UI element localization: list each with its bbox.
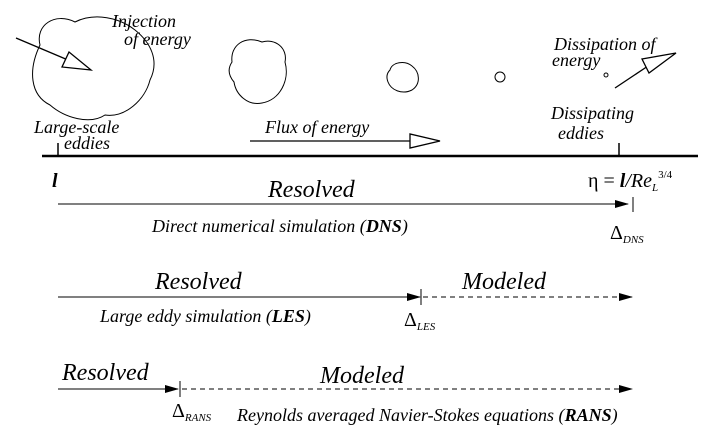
formula-l: l <box>619 170 626 192</box>
rans-acronym: RANS <box>564 405 612 425</box>
eta-symbol: η <box>588 170 599 192</box>
rans-resolved-label: Resolved <box>62 360 149 386</box>
rans-delta-symbol: Δ <box>172 400 185 422</box>
rans-delta-label: ΔRANS <box>172 401 211 424</box>
rans-delta-subscript: RANS <box>184 412 212 424</box>
large-scale-symbol: l <box>52 170 58 192</box>
dns-delta-subscript: DNS <box>622 234 644 246</box>
rans-description: Reynolds averaged Navier-Stokes equation… <box>237 406 618 424</box>
rans-desc-prefix: Reynolds averaged Navier-Stokes equation… <box>237 405 565 425</box>
les-desc-prefix: Large eddy simulation ( <box>100 306 272 326</box>
dissipation-arrow-shaft <box>614 65 649 89</box>
equals-sign: = <box>598 170 620 192</box>
large-eddy-blob <box>32 16 155 121</box>
formula-slash: / <box>625 170 631 192</box>
formula-re: Re <box>630 170 652 192</box>
dissipating-label-line1: Dissipating <box>551 103 635 123</box>
dns-acronym: DNS <box>365 216 402 236</box>
injection-arrow-shaft <box>15 37 69 61</box>
rans-desc-suffix: ) <box>611 405 618 425</box>
les-modeled-label: Modeled <box>462 269 546 295</box>
small-eddy-blob <box>386 62 419 93</box>
formula-sub-l: L <box>651 182 659 194</box>
flux-arrow-head <box>409 133 441 149</box>
injection-label-line2: of energy <box>124 29 191 49</box>
dns-desc-suffix: ) <box>401 216 408 236</box>
injection-arrow-head <box>61 50 94 71</box>
dissipating-label-line2: eddies <box>558 123 604 143</box>
dns-desc-prefix: Direct numerical simulation ( <box>152 216 366 236</box>
large-scale-label-line2: eddies <box>64 133 110 153</box>
les-delta-label: ΔLES <box>404 310 435 333</box>
tiny-eddy-circle <box>494 71 506 83</box>
dissipation-label-line1: Dissipation of <box>554 34 656 54</box>
les-acronym: LES <box>271 306 305 326</box>
flux-label: Flux of energy <box>265 117 370 137</box>
les-delta-symbol: Δ <box>404 309 417 331</box>
les-resolved-label: Resolved <box>155 269 242 295</box>
dissipation-arrow-head <box>641 52 677 74</box>
dissipating-eddy-dot <box>603 72 609 78</box>
dissipation-label-line2: energy <box>552 50 601 70</box>
dns-delta-label: ΔDNS <box>610 223 644 246</box>
dns-delta-symbol: Δ <box>610 222 623 244</box>
medium-eddy-blob <box>228 39 287 104</box>
les-description: Large eddy simulation (LES) <box>100 307 311 325</box>
rans-modeled-label: Modeled <box>320 363 404 389</box>
injection-label-line1: Injection <box>112 11 176 31</box>
formula-exponent: 3/4 <box>658 169 673 181</box>
kolmogorov-scale-formula: η = l/ReL3/4 <box>588 170 672 194</box>
dns-description: Direct numerical simulation (DNS) <box>152 217 408 235</box>
dns-resolved-label: Resolved <box>268 177 355 203</box>
les-delta-subscript: LES <box>416 321 436 333</box>
large-scale-label-line1: Large-scale <box>34 117 120 137</box>
les-desc-suffix: ) <box>304 306 311 326</box>
